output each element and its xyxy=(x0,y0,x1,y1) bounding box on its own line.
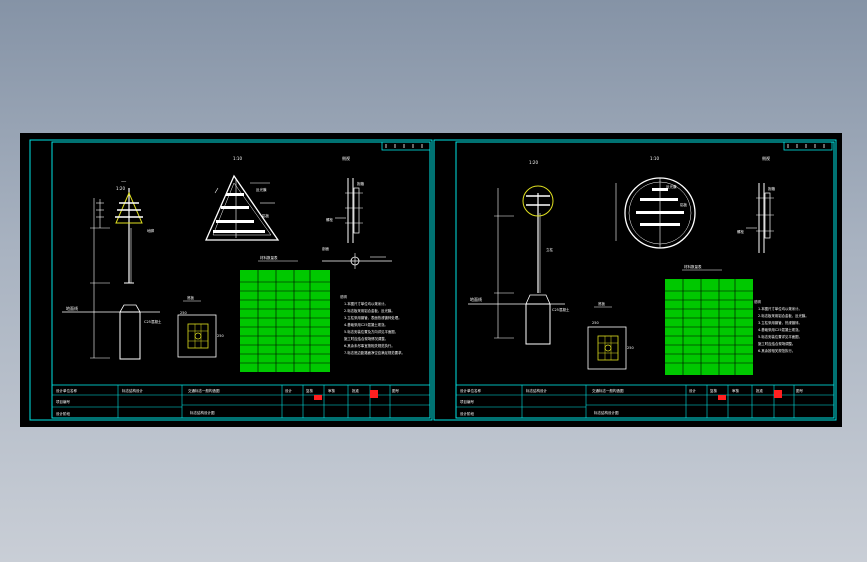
steel-pole-icon: ╶─╴ xyxy=(62,179,162,360)
svg-text:设计阶段: 设计阶段 xyxy=(56,411,70,416)
svg-text:图号: 图号 xyxy=(796,388,804,393)
svg-text:材料数量表: 材料数量表 xyxy=(684,264,702,269)
sheet-left[interactable]: ╶─╴ xyxy=(29,139,433,421)
svg-text:抱箍: 抱箍 xyxy=(357,181,365,186)
svg-text:标志结构设计图: 标志结构设计图 xyxy=(594,410,619,415)
svg-text:5.标志安装位置及方向详见平面图，: 5.标志安装位置及方向详见平面图， xyxy=(344,329,398,334)
svg-text:螺栓: 螺栓 xyxy=(326,217,334,222)
svg-text:250: 250 xyxy=(592,321,599,325)
title-block-left: 设计单位名称 标志结构设计 交通标志一般构造图 项目编号 设计阶段 标志结构设计… xyxy=(51,384,431,419)
title-block-right: 设计单位名称 标志结构设计 交通标志一般构造图 项目编号 设计阶段 标志结构设计… xyxy=(455,384,835,419)
base-plate-icon: 底板 250 250 xyxy=(177,295,224,358)
svg-text:4.基础采用C25混凝土现浇。: 4.基础采用C25混凝土现浇。 xyxy=(344,322,388,327)
svg-text:批准: 批准 xyxy=(756,388,764,393)
notes-right: 说明 1.本图尺寸单位均以毫米计。 2.标志板采用铝合金板，反光膜。 3.立柱采… xyxy=(754,299,809,353)
svg-text:7.标志底边距路面净空应满足规范要求。: 7.标志底边距路面净空应满足规范要求。 xyxy=(344,350,405,355)
svg-text:5.标志安装位置详见平面图，: 5.标志安装位置详见平面图， xyxy=(758,334,802,339)
svg-text:说明: 说明 xyxy=(754,299,761,304)
svg-text:铝板: 铝板 xyxy=(262,213,270,218)
svg-text:图号: 图号 xyxy=(392,388,400,393)
svg-text:设计单位名称: 设计单位名称 xyxy=(56,388,77,393)
svg-text:2.标志板采用铝合金板，反光膜。: 2.标志板采用铝合金板，反光膜。 xyxy=(344,308,395,313)
svg-text:1:10: 1:10 xyxy=(650,156,659,161)
svg-text:标志结构设计: 标志结构设计 xyxy=(526,388,547,393)
svg-text:3.立柱采用钢管，热浸镀锌。: 3.立柱采用钢管，热浸镀锌。 xyxy=(758,320,802,325)
page-marker-right xyxy=(783,141,833,151)
svg-text:3.立柱采用钢管，表面热浸镀锌处理。: 3.立柱采用钢管，表面热浸镀锌处理。 xyxy=(344,315,401,320)
svg-text:╶─╴: ╶─╴ xyxy=(120,179,127,184)
sheet-right[interactable]: 1:20 立柱 地面线 C25混凝土 xyxy=(433,139,837,421)
svg-text:复核: 复核 xyxy=(306,388,314,393)
svg-text:2.标志板采用铝合金板，反光膜。: 2.标志板采用铝合金板，反光膜。 xyxy=(758,313,809,318)
svg-text:地脚: 地脚 xyxy=(147,228,154,233)
svg-text:6.其余未尽事宜按相关规范执行。: 6.其余未尽事宜按相关规范执行。 xyxy=(344,343,395,348)
svg-text:反光膜: 反光膜 xyxy=(666,184,677,189)
page-marker-ticks-right xyxy=(787,144,825,148)
sign-side-section-right: 侧视 抱箍 螺栓 xyxy=(737,155,776,253)
svg-text:C25混凝土: C25混凝土 xyxy=(144,319,162,324)
page-marker-left xyxy=(381,141,431,151)
svg-text:250: 250 xyxy=(627,346,634,350)
svg-text:侧视: 侧视 xyxy=(342,155,350,161)
svg-text:审核: 审核 xyxy=(328,388,336,393)
svg-text:6.其余按相关规范执行。: 6.其余按相关规范执行。 xyxy=(758,348,795,353)
svg-text:1.本图尺寸单位均以毫米计。: 1.本图尺寸单位均以毫米计。 xyxy=(758,306,802,311)
outer-frame-left xyxy=(29,139,433,421)
svg-text:立柱: 立柱 xyxy=(546,247,554,252)
svg-text:复核: 复核 xyxy=(710,388,718,393)
svg-text:C25混凝土: C25混凝土 xyxy=(552,307,570,312)
svg-text:螺栓: 螺栓 xyxy=(737,229,745,234)
svg-text:地面线: 地面线 xyxy=(66,305,78,311)
svg-text:1.本图尺寸单位均以毫米计。: 1.本图尺寸单位均以毫米计。 xyxy=(344,301,388,306)
svg-text:1:20: 1:20 xyxy=(116,186,125,191)
page-marker-ticks-left xyxy=(385,144,423,148)
circular-sign-icon: 1:10 反光膜 铝板 xyxy=(615,156,696,249)
svg-text:材料数量表: 材料数量表 xyxy=(260,255,278,260)
svg-text:项目编号: 项目编号 xyxy=(460,399,474,404)
svg-text:250: 250 xyxy=(217,334,224,338)
drawing-canvas[interactable]: ╶─╴ xyxy=(20,133,842,427)
svg-text:剖面: 剖面 xyxy=(322,246,330,251)
steel-pole-icon: 1:20 立柱 地面线 C25混凝土 xyxy=(468,160,570,345)
svg-text:设计阶段: 设计阶段 xyxy=(460,411,474,416)
material-table-left: 材料数量表 xyxy=(240,255,330,372)
svg-text:设计: 设计 xyxy=(689,388,697,393)
svg-text:反光膜: 反光膜 xyxy=(256,187,267,192)
svg-text:1:20: 1:20 xyxy=(529,160,538,165)
svg-text:地面线: 地面线 xyxy=(470,296,482,302)
svg-text:底板: 底板 xyxy=(598,301,606,306)
svg-text:侧视: 侧视 xyxy=(762,155,770,161)
svg-text:审核: 审核 xyxy=(732,388,740,393)
material-table-right: 材料数量表 xyxy=(665,264,753,375)
notes-left: 说明 1.本图尺寸单位均以毫米计。 2.标志板采用铝合金板，反光膜。 3.立柱采… xyxy=(340,294,405,355)
svg-text:设计: 设计 xyxy=(285,388,293,393)
svg-text:1:10: 1:10 xyxy=(233,156,242,161)
triangular-sign-icon: 1:10 反光膜 铝板 xyxy=(205,156,280,241)
svg-text:项目编号: 项目编号 xyxy=(56,399,70,404)
svg-text:施工时应结合现场情况调整。: 施工时应结合现场情况调整。 xyxy=(344,336,388,341)
svg-text:250: 250 xyxy=(180,311,187,315)
sign-side-section-left: 侧视 抱箍 螺栓 剖面 xyxy=(322,155,392,269)
svg-text:抱箍: 抱箍 xyxy=(768,186,776,191)
svg-text:设计单位名称: 设计单位名称 xyxy=(460,388,481,393)
svg-text:施工时应结合现场调整。: 施工时应结合现场调整。 xyxy=(758,341,795,346)
svg-text:说明: 说明 xyxy=(340,294,347,299)
svg-text:批准: 批准 xyxy=(352,388,360,393)
svg-text:标志结构设计: 标志结构设计 xyxy=(122,388,143,393)
svg-text:铝板: 铝板 xyxy=(680,202,688,207)
outer-frame-right xyxy=(433,139,837,421)
svg-text:交通标志一般构造图: 交通标志一般构造图 xyxy=(592,388,624,393)
svg-text:交通标志一般构造图: 交通标志一般构造图 xyxy=(188,388,220,393)
svg-text:标志结构设计图: 标志结构设计图 xyxy=(190,410,215,415)
svg-text:底板: 底板 xyxy=(187,295,194,300)
svg-text:4.基础采用C25混凝土现浇。: 4.基础采用C25混凝土现浇。 xyxy=(758,327,802,332)
base-plate-icon: 底板 250 250 xyxy=(587,301,634,370)
